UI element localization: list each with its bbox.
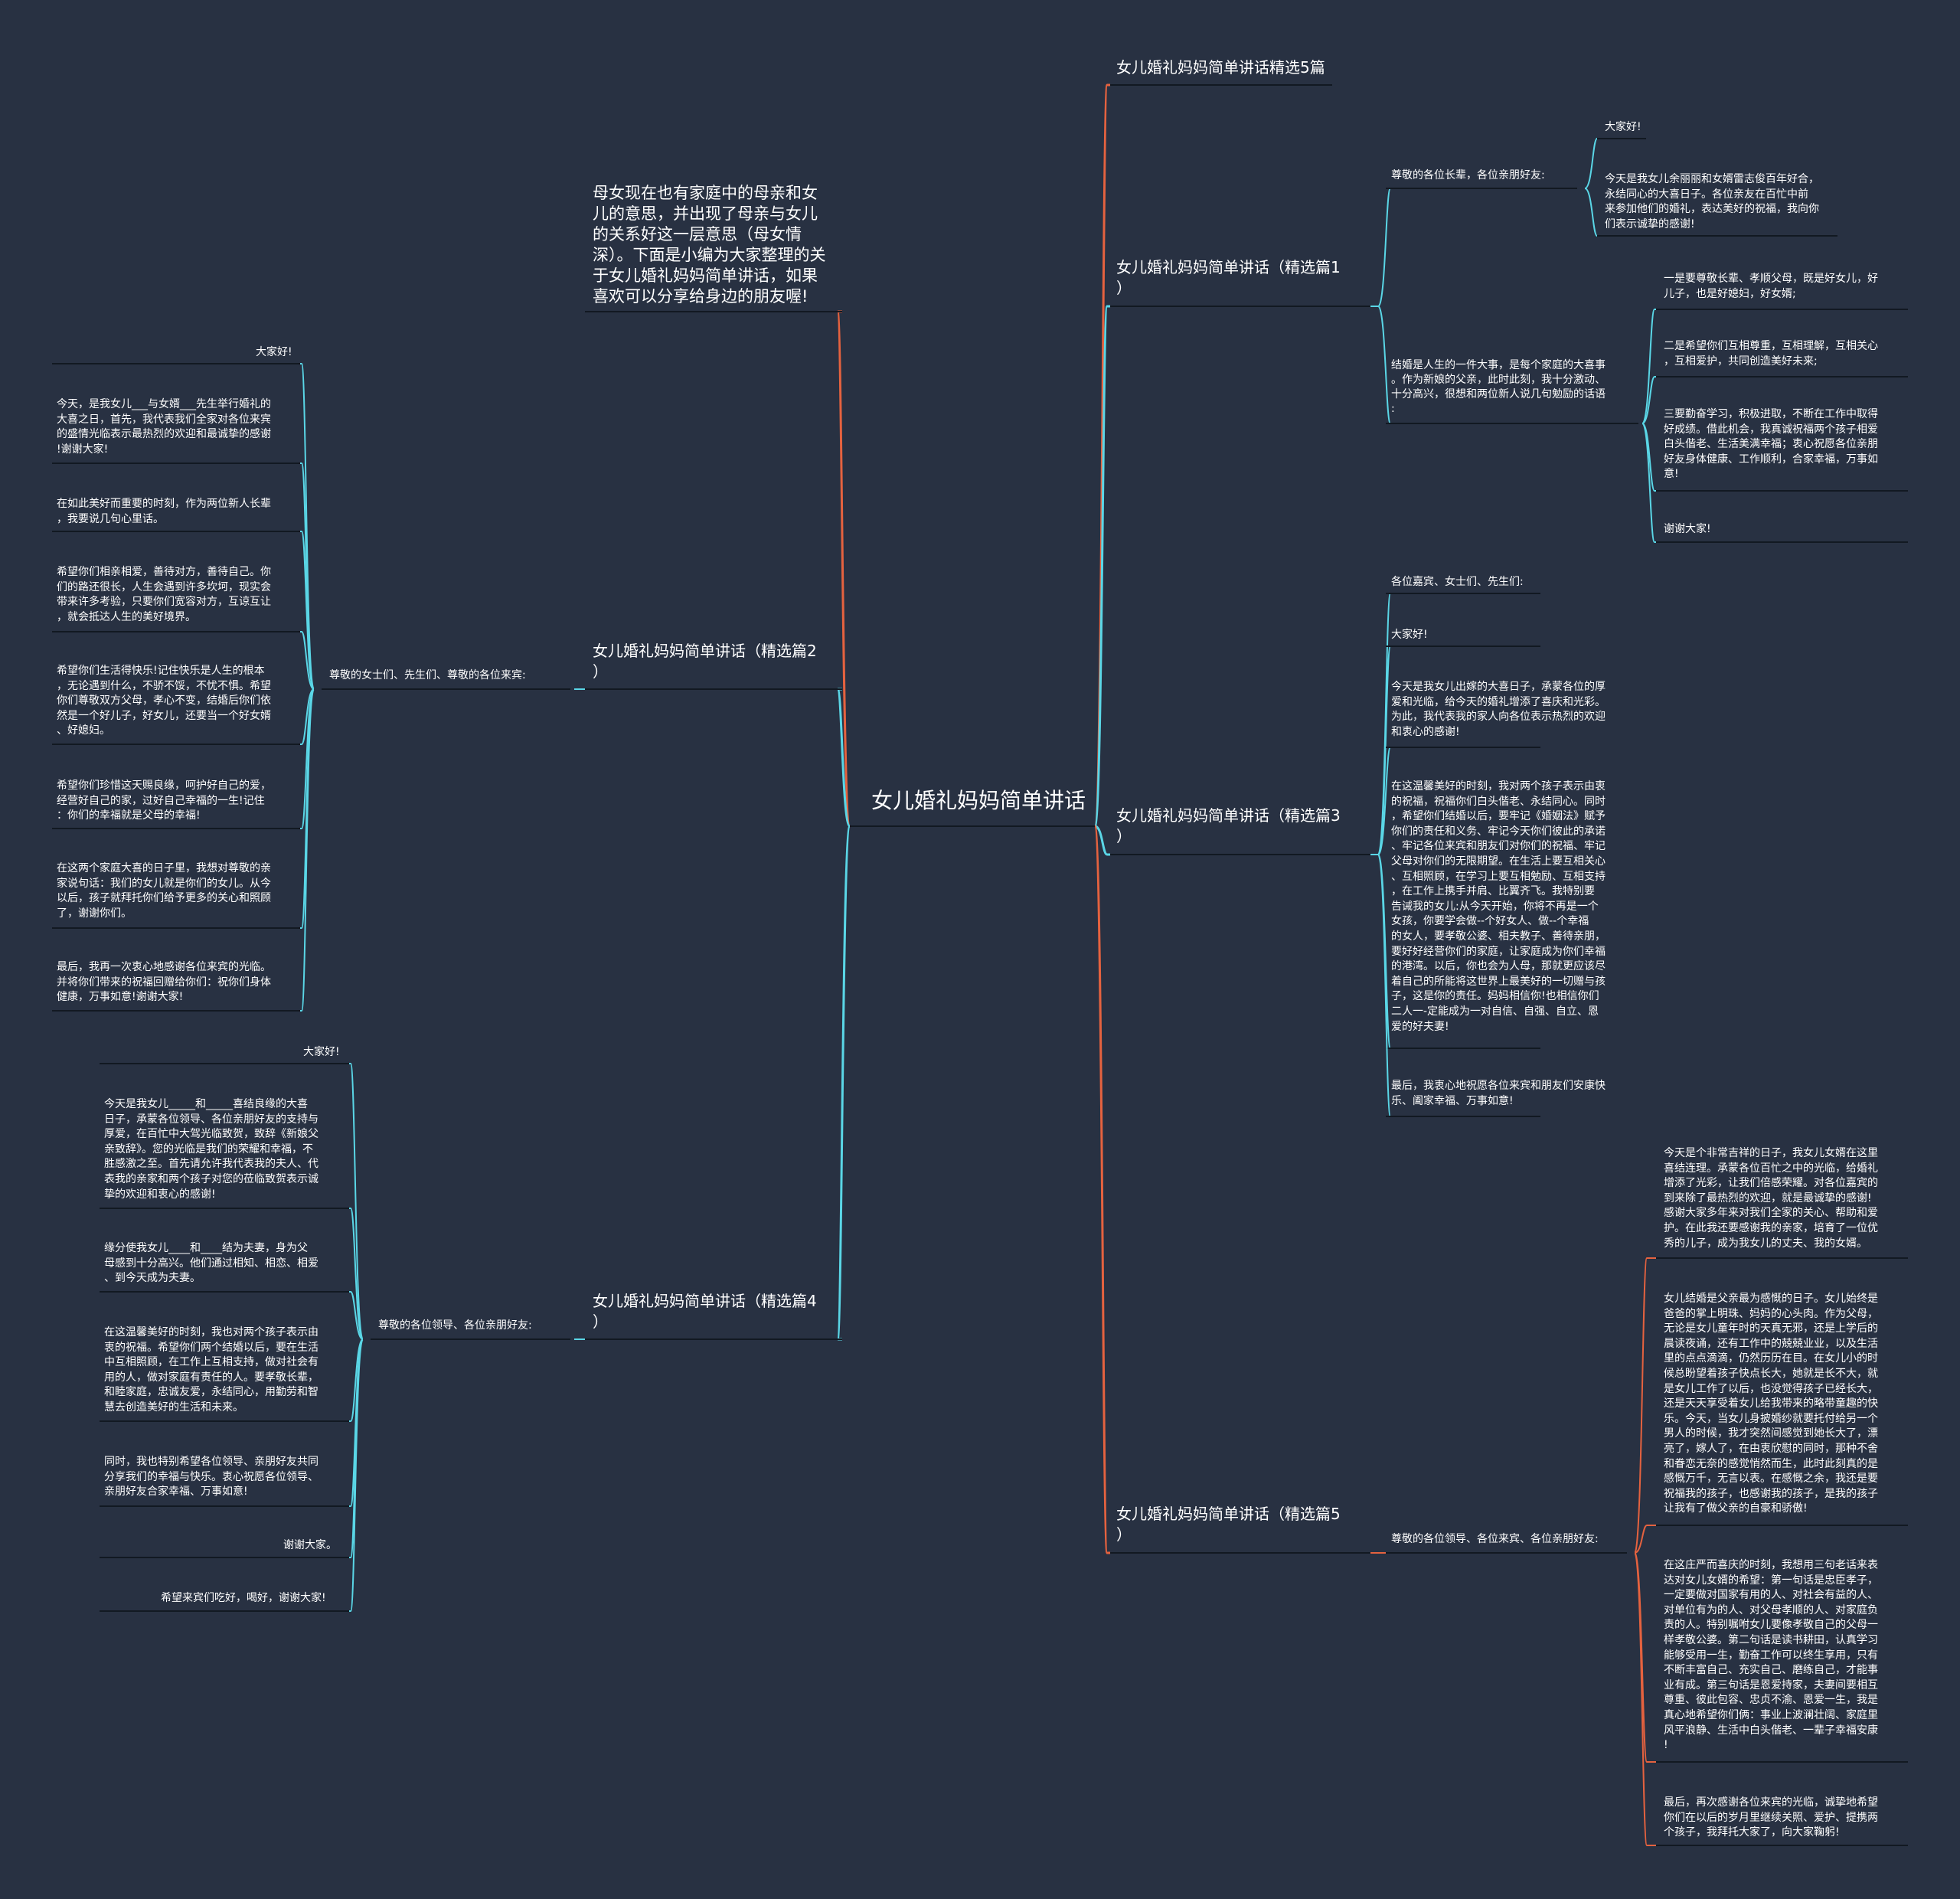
connector-line xyxy=(349,1338,364,1612)
p1-advice-item[interactable]: 三要勤奋学习，积极进取，不断在工作中取得 好成绩。借此机会，我真诚祝福两个孩子相… xyxy=(1664,408,1878,481)
connector-line xyxy=(349,1063,364,1340)
p5-item[interactable]: 今天是个非常吉祥的日子，我女儿女婿在这里 喜结连理。承蒙各位百忙之中的光临，给婚… xyxy=(1664,1147,1878,1250)
p5-item[interactable]: 在这庄严而喜庆的时刻，我想用三句老话来表 达对女儿女婿的希望：第一句话是忠臣孝子… xyxy=(1664,1559,1878,1752)
p2-item[interactable]: 在如此美好而重要的时刻，作为两位新人长辈 ，我要说几句心里话。 xyxy=(57,498,271,525)
connector-line xyxy=(349,1291,364,1340)
connector-line xyxy=(1377,646,1391,855)
connector-line xyxy=(1634,1257,1656,1554)
connector-line xyxy=(300,531,315,690)
branch-p1-title[interactable]: 女儿婚礼妈妈简单讲话（精选篇1 ） xyxy=(1116,258,1341,297)
connector-line xyxy=(300,688,315,745)
p3-item[interactable]: 最后，我衷心地祝愿各位来宾和朋友们安康快 乐、阖家幸福、万事如意! xyxy=(1391,1080,1606,1107)
branch-p3-title[interactable]: 女儿婚礼妈妈简单讲话（精选篇3 ） xyxy=(1116,806,1341,845)
intro-text: 母女现在也有家庭中的母亲和女儿的意思，并出现了母亲与女儿的关系好这一层意思（母女… xyxy=(593,184,826,306)
branch-summary-title[interactable]: 女儿婚礼妈妈简单讲话精选5篇 xyxy=(1116,58,1325,77)
p1-advice-item[interactable]: 一是要尊敬长辈、孝顺父母，既是好女儿，好 儿子，也是好媳妇，好女婿; xyxy=(1664,273,1878,300)
p4-item[interactable]: 缘分使我女儿____和____结为夫妻，身为父 母感到十分高兴。他们通过相知、相… xyxy=(104,1242,318,1285)
p1-greeting[interactable]: 大家好! xyxy=(1605,121,1642,133)
connector-line xyxy=(1377,188,1391,307)
connector-line xyxy=(1634,1552,1656,1846)
p2-item[interactable]: 大家好! xyxy=(256,346,292,358)
p3-item[interactable]: 各位嘉宾、女士们、先生们: xyxy=(1391,576,1524,588)
p1-advice-item[interactable]: 谢谢大家! xyxy=(1664,523,1711,535)
connector-line xyxy=(1093,825,1110,1554)
branch-p2-subtopic[interactable]: 尊敬的女士们、先生们、尊敬的各位来宾: xyxy=(329,669,526,681)
connector-line xyxy=(1584,188,1598,237)
p4-item[interactable]: 谢谢大家。 xyxy=(283,1539,337,1551)
p4-item[interactable]: 在这温馨美好的时刻，我也对两个孩子表示由 衷的祝福。希望你们两个结婚以后，要在生… xyxy=(104,1326,318,1414)
p3-item[interactable]: 今天是我女儿出嫁的大喜日子，承蒙各位的厚 爱和光临，给今天的婚礼增添了喜庆和光彩… xyxy=(1391,681,1606,738)
branch-p5-subtopic[interactable]: 尊敬的各位领导、各位来宾、各位亲朋好友: xyxy=(1391,1533,1599,1545)
branch-p2-title[interactable]: 女儿婚礼妈妈简单讲话（精选篇2 ） xyxy=(593,642,817,681)
p3-item[interactable]: 大家好! xyxy=(1391,629,1428,641)
branch-p1-subtopic-advice[interactable]: 结婚是人生的一件大事，是每个家庭的大喜事 。作为新娘的父亲，此时此刻，我十分激动… xyxy=(1391,359,1606,415)
connector-line xyxy=(1093,305,1110,828)
connector-line xyxy=(1377,306,1391,424)
p4-item[interactable]: 同时，我也特别希望各位领导、亲朋好友共同 分享我们的幸福与快乐。衷心祝愿各位领导… xyxy=(104,1456,318,1499)
connector-line xyxy=(1094,825,1110,856)
connector-line xyxy=(836,310,851,828)
p4-item[interactable]: 今天是我女儿_____和_____喜结良缘的大喜 日子，承蒙各位领导、各位亲朋好… xyxy=(104,1098,318,1201)
connector-line xyxy=(349,1208,364,1340)
branch-p4-subtopic[interactable]: 尊敬的各位领导、各位亲朋好友: xyxy=(378,1319,532,1332)
connector-line xyxy=(1584,138,1598,189)
p2-item[interactable]: 希望你们生活得快乐!记住快乐是人生的根本 ，无论遇到什么，不骄不馁，不忧不惧。希… xyxy=(57,665,271,737)
connector-line xyxy=(836,825,851,1341)
branch-p5-title[interactable]: 女儿婚礼妈妈简单讲话（精选篇5 ） xyxy=(1116,1505,1341,1544)
p1-advice-item[interactable]: 二是希望你们互相尊重，互相理解，互相关心 ，互相爱护，共同创造美好未来; xyxy=(1664,340,1878,368)
connector-line xyxy=(1642,376,1656,424)
p5-item[interactable]: 最后，再次感谢各位来宾的光临，诚挚地希望 你们在以后的岁月里继续关照、爱护、提携… xyxy=(1664,1796,1878,1839)
connector-line xyxy=(300,688,315,1012)
connector-line xyxy=(1642,309,1656,424)
p2-item[interactable]: 希望你们珍惜这天赐良缘，呵护好自己的爱， 经营好自己的家，过好自己幸福的一生!记… xyxy=(57,780,271,822)
connector-line xyxy=(349,1338,364,1422)
p2-item[interactable]: 希望你们相亲相爱，善待对方，善待自己。你 们的路还很长，人生会遇到许多坎坷，现实… xyxy=(57,566,271,623)
root-topic[interactable]: 女儿婚礼妈妈简单讲话 xyxy=(871,788,1086,813)
p2-item[interactable]: 最后，我再一次衷心地感谢各位来宾的光临。 并将你们带来的祝福回赠给你们：祝你们身… xyxy=(57,961,271,1004)
connector-line xyxy=(300,462,315,690)
connector-line xyxy=(300,631,315,690)
p1-opening[interactable]: 今天是我女儿余丽丽和女婿雷志俊百年好合， 永结同心的大喜日子。各位亲友在百忙中前… xyxy=(1605,173,1819,230)
p5-item[interactable]: 女儿结婚是父亲最为感慨的日子。女儿始终是 爸爸的掌上明珠、妈妈的心头肉。作为父母… xyxy=(1664,1293,1878,1515)
connector-line xyxy=(1377,747,1391,855)
p4-item[interactable]: 希望来宾们吃好，喝好，谢谢大家! xyxy=(161,1592,326,1604)
p2-item[interactable]: 在这两个家庭大喜的日子里，我想对尊敬的亲 家说句话：我们的女儿就是你们的女儿。从… xyxy=(57,862,271,920)
p3-item[interactable]: 在这温馨美好的时刻，我对两个孩子表示由衷 的祝福，祝福你们白头偕老、永结同心。同… xyxy=(1391,780,1606,1033)
connector-line xyxy=(1642,423,1656,543)
connector-line xyxy=(1634,1525,1656,1554)
connector-line xyxy=(300,688,315,829)
connector-line xyxy=(836,688,851,828)
p4-item[interactable]: 大家好! xyxy=(303,1046,340,1058)
branch-p4-title[interactable]: 女儿婚礼妈妈简单讲话（精选篇4 ） xyxy=(593,1292,817,1331)
branch-p1-subtopic-guests[interactable]: 尊敬的各位长辈，各位亲朋好友: xyxy=(1391,169,1545,181)
p2-item[interactable]: 今天，是我女儿___与女婿___先生举行婚礼的 大喜之日，首先，我代表我们全家对… xyxy=(57,398,271,456)
connector-line xyxy=(300,363,315,690)
connector-line xyxy=(1377,854,1391,1117)
